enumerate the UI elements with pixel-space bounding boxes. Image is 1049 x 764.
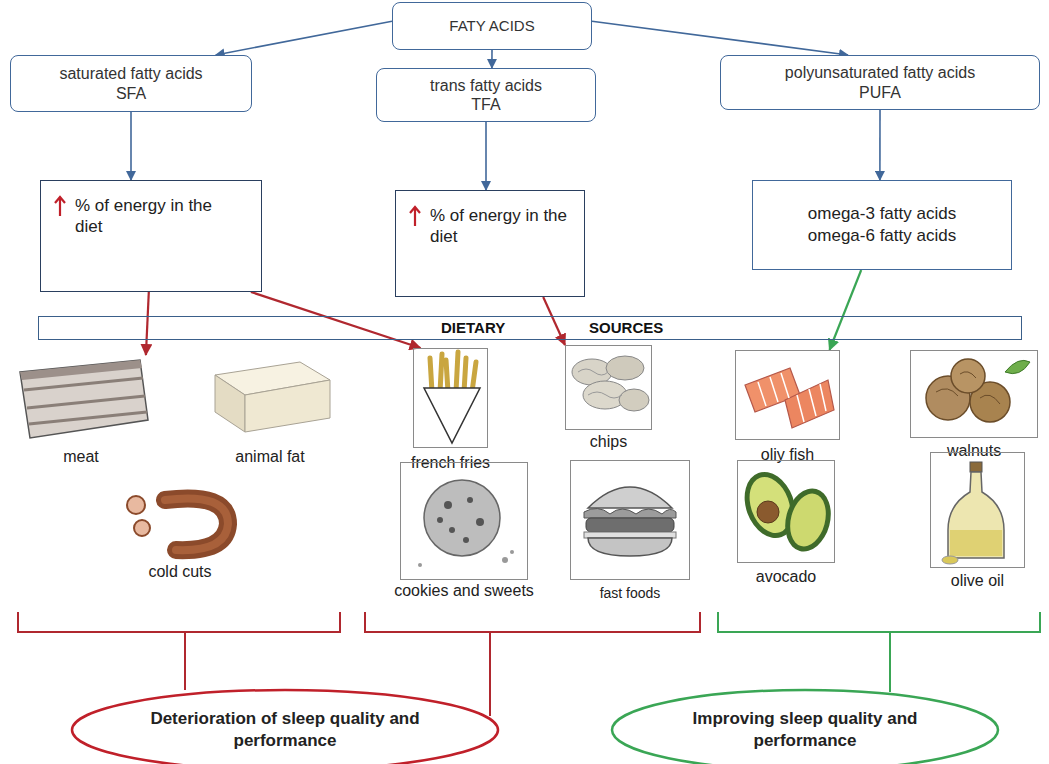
animal-fat-picture	[215, 362, 330, 432]
increase-arrow	[53, 195, 67, 217]
picture-frame	[565, 345, 652, 430]
food-item: cold cuts	[120, 480, 240, 581]
category-box: polyunsaturated fatty acids PUFA	[720, 55, 1040, 110]
picture-frame	[205, 355, 335, 440]
box-label: % of energy in the diet	[75, 195, 240, 238]
food-item: avocado	[737, 460, 835, 586]
food-item: animal fat	[205, 355, 335, 466]
olive-oil-picture	[942, 462, 1004, 564]
meat-picture	[20, 360, 148, 438]
box-label: saturated fatty acids SFA	[49, 64, 214, 102]
connector-arrow	[491, 50, 493, 68]
energy-box: % of energy in the diet	[395, 190, 585, 297]
food-caption: chips	[590, 433, 627, 451]
picture-frame	[930, 452, 1025, 568]
connector-arrow	[130, 112, 132, 180]
outcome-label: Deterioration of sleep quality and perfo…	[150, 708, 420, 752]
oily-fish-picture	[745, 368, 834, 428]
picture-frame	[570, 460, 690, 580]
energy-box: % of energy in the diet	[40, 180, 262, 292]
french-fries-picture	[424, 352, 480, 443]
food-item: walnuts	[910, 350, 1038, 460]
food-caption: french fries	[411, 454, 490, 472]
walnuts-picture	[926, 359, 1030, 422]
food-caption: cookies and sweets	[394, 582, 534, 600]
connector-arrow	[146, 292, 149, 355]
chips-picture	[572, 356, 649, 411]
food-caption: oliy fish	[761, 446, 814, 464]
picture-frame	[413, 348, 488, 448]
connector-arrow	[485, 122, 487, 190]
box-label: % of energy in the diet	[430, 205, 570, 248]
avocado-picture	[736, 465, 838, 557]
category-box: trans fatty acids TFA	[376, 68, 596, 122]
outcome-label: Improving sleep quality and performance	[685, 708, 925, 752]
food-caption: animal fat	[235, 448, 304, 466]
outcome-oval: Deterioration of sleep quality and perfo…	[70, 688, 500, 764]
category-box: saturated fatty acids SFA	[10, 55, 252, 112]
picture-frame	[12, 355, 150, 440]
food-item: fast foods	[570, 460, 690, 602]
burger-picture	[584, 487, 676, 556]
section-band: DIETARY SOURCES	[38, 316, 1022, 340]
box-label: trans fatty acids TFA	[419, 76, 554, 114]
food-caption: fast foods	[600, 584, 661, 602]
picture-frame	[120, 480, 240, 555]
food-caption: avocado	[756, 568, 817, 586]
box-label: FATY ACIDS	[449, 17, 534, 35]
food-item: oliy fish	[735, 350, 840, 464]
cookies-picture	[418, 480, 514, 567]
food-item: meat	[12, 355, 150, 466]
category-box: FATY ACIDS	[392, 2, 592, 50]
omega-box: omega-3 fatty acidsomega-6 fatty acids	[752, 180, 1012, 270]
connector-arrow	[830, 270, 862, 350]
outcome-oval: Improving sleep quality and performance	[610, 688, 1000, 764]
connector-arrow	[216, 21, 392, 55]
picture-frame	[910, 350, 1038, 438]
box-label: omega-3 fatty acids	[808, 203, 956, 225]
picture-frame	[735, 350, 840, 440]
increase-arrow	[408, 205, 422, 227]
food-caption: meat	[63, 448, 99, 466]
food-item: chips	[565, 345, 652, 451]
connector-arrow	[879, 110, 881, 180]
box-label: omega-6 fatty acids	[808, 225, 956, 247]
food-item: french fries	[413, 348, 488, 472]
box-label: polyunsaturated fatty acids PUFA	[765, 63, 995, 101]
food-caption: cold cuts	[148, 563, 211, 581]
picture-frame	[400, 462, 528, 580]
picture-frame	[737, 460, 835, 563]
food-item: cookies and sweets	[400, 462, 528, 600]
food-caption: walnuts	[947, 442, 1001, 460]
food-item: olive oil	[930, 452, 1025, 590]
food-caption: olive oil	[951, 572, 1004, 590]
band-label: DIETARY SOURCES	[441, 318, 1021, 338]
connector-arrow	[592, 21, 848, 55]
cold-cuts-picture	[127, 496, 228, 550]
